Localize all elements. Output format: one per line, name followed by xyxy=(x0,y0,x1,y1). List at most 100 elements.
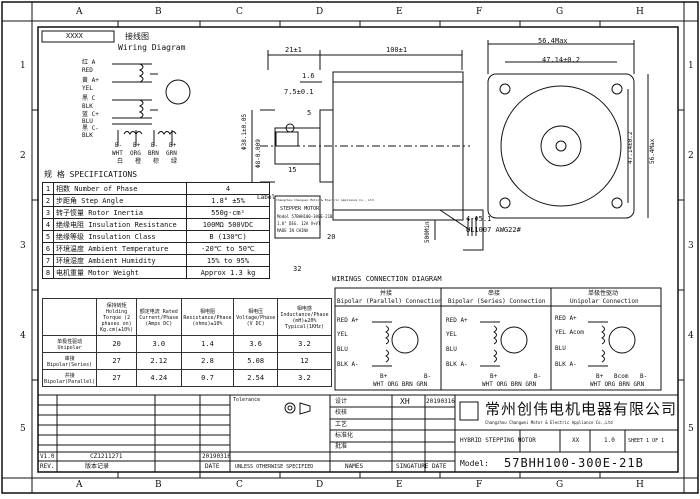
bottom-pin-3: B- xyxy=(151,142,159,149)
dim-holes: 4-Φ5.1 xyxy=(466,215,492,223)
spec-name-cn: 转子惯量 xyxy=(56,208,84,217)
rev-col-date: DATE xyxy=(205,463,220,470)
panel-2-title-cn: 串接 xyxy=(488,290,501,297)
panel-2-title-en: Bipolar (Series) Connection xyxy=(448,298,546,305)
product-label: Changzhou Changwei Motor & Electric Appl… xyxy=(276,198,374,238)
wire-label-2-en: YEL xyxy=(82,85,93,92)
spec-name-cn: 步距角 xyxy=(56,196,77,205)
phase-cell: 3.6 xyxy=(233,335,278,353)
zone-col-f-bottom: F xyxy=(476,480,483,490)
p3-bottom-3: B- xyxy=(640,373,648,380)
spec-value: -20℃ to 50℃ xyxy=(186,242,270,255)
wire-label-2-cn: 黄 A+ xyxy=(82,77,99,84)
dim-shaft-dia: Φ8-0.009 xyxy=(255,139,262,168)
phase-cell: 20 xyxy=(96,335,137,353)
phase-row-label-cn: 串接 xyxy=(64,355,75,362)
spec-name-en: Insulation Class xyxy=(88,232,156,241)
dim-shaft-length: 21±1 xyxy=(285,46,302,54)
phase-cell: 2.12 xyxy=(136,352,182,370)
phase-row-label-en: Bipolar(Parallel) xyxy=(44,378,96,385)
dim-label-width: 20 xyxy=(327,233,336,241)
zone-row-2-right: 2 xyxy=(688,151,694,161)
rev-col-history: 版本记录 xyxy=(85,463,110,470)
p1-pin-3: BLU xyxy=(337,346,348,353)
spec-no: 6 xyxy=(42,242,54,255)
spec-value: 15% to 95% xyxy=(186,254,270,267)
design-date: 20190316 xyxy=(426,398,455,405)
label-company: Changzhou Changwei Motor & Electric Appl… xyxy=(276,198,374,202)
zone-col-d: D xyxy=(316,7,324,17)
wire-label-4-cn: 蓝 C+ xyxy=(82,111,99,118)
zone-col-a: A xyxy=(76,7,83,17)
zone-col-b: B xyxy=(155,7,162,17)
phase-table: 保持转矩 Holding Torque (2 phases on) Kg.cm(… xyxy=(41,298,333,387)
spec-value: 550g·cm² xyxy=(186,206,270,219)
label-origin: MADE IN CHINA xyxy=(277,228,309,233)
rev-col-date-2: DATE xyxy=(432,463,447,470)
phase-cell: 4.24 xyxy=(136,369,182,387)
dim-width-max: 56.4Max xyxy=(538,37,568,45)
phase-cell: 3.2 xyxy=(276,369,333,387)
spec-no: 4 xyxy=(42,218,54,231)
title-field: HYBRID STEPPING MOTOR xyxy=(460,437,536,444)
zone-col-b-bottom: B xyxy=(155,480,162,490)
p2-bottom-2: B- xyxy=(534,373,542,380)
label-product: STEPPER MOTOR xyxy=(280,206,320,212)
spec-name: 环境湿度 Ambient Humidity xyxy=(53,254,187,267)
phase-header: 保持转矩 Holding Torque (2 phases on) Kg.cm(… xyxy=(96,298,137,336)
spec-name-cn: 电机重量 xyxy=(56,268,84,277)
phase-row-label-en: Bipolar(Series) xyxy=(47,361,93,368)
zone-col-f: F xyxy=(476,7,483,17)
spec-name: 转子惯量 Rotor Inertia xyxy=(53,206,187,219)
p3-pin-3: BLU xyxy=(555,345,566,352)
tolerance-title: Tolerance xyxy=(233,397,261,403)
zone-row-1-right: 1 xyxy=(688,61,694,71)
wiring-symbol xyxy=(112,63,191,146)
p3-colors: WHT ORG BRN GRN xyxy=(590,381,645,388)
label-tag: Label xyxy=(257,194,276,201)
rev-col-unless: UNLESS OTHERWISE SPECIFIED xyxy=(235,464,314,470)
bottom-pin-2: B+ xyxy=(133,142,141,149)
spec-name-en: Ambient Humidity xyxy=(88,256,156,265)
zone-col-g-bottom: G xyxy=(556,480,564,490)
bottom-color-cn-2: 橙 xyxy=(135,158,142,165)
dim-body-length: 100±1 xyxy=(386,46,408,54)
company-name-en: Changzhou Changwei Motor & Electric Appl… xyxy=(485,420,613,425)
panel-1-title-en: Bipolar (Parallel) Connection xyxy=(337,298,442,305)
dim-height-max: 56.4Max xyxy=(649,138,656,164)
spec-name-en: Step Angle xyxy=(81,196,124,205)
dim-flange: 1.6 xyxy=(302,72,315,80)
phase-cell: 0.7 xyxy=(180,369,235,387)
spec-name: 步距角 Step Angle xyxy=(53,194,187,207)
zone-col-c-bottom: C xyxy=(236,480,243,490)
zone-col-e: E xyxy=(396,7,403,17)
scale: XX xyxy=(572,437,580,444)
title-block-grid xyxy=(38,394,678,472)
dim-hole-pitch: 47.14±0.2 xyxy=(542,56,580,64)
p1-bottom-1: B+ xyxy=(380,373,388,380)
spec-name-en: Rotor Inertia xyxy=(88,208,144,217)
phase-cell: 5.08 xyxy=(233,352,278,370)
p2-pin-4: BLK A- xyxy=(446,361,468,368)
p1-pin-1: RED A+ xyxy=(337,317,359,324)
bottom-color-2: ORG xyxy=(130,150,141,157)
zone-col-d-bottom: D xyxy=(316,480,324,490)
wire-label-3-cn: 黑 C xyxy=(82,95,96,102)
bottom-color-cn-4: 绿 xyxy=(171,158,178,165)
panel-1-title-cn: 并接 xyxy=(380,290,393,297)
projection-symbol xyxy=(284,402,311,415)
spec-name-cn: 环境湿度 xyxy=(56,256,84,265)
p1-colors: WHT ORG BRN GRN xyxy=(373,381,428,388)
spec-name-en: Number of Phase xyxy=(74,184,138,193)
spec-no: 2 xyxy=(42,194,54,207)
designer-label: 设计 xyxy=(335,398,348,405)
zone-row-1: 1 xyxy=(20,61,26,71)
panel-3-title-en: Unipolar Connection xyxy=(570,298,639,305)
